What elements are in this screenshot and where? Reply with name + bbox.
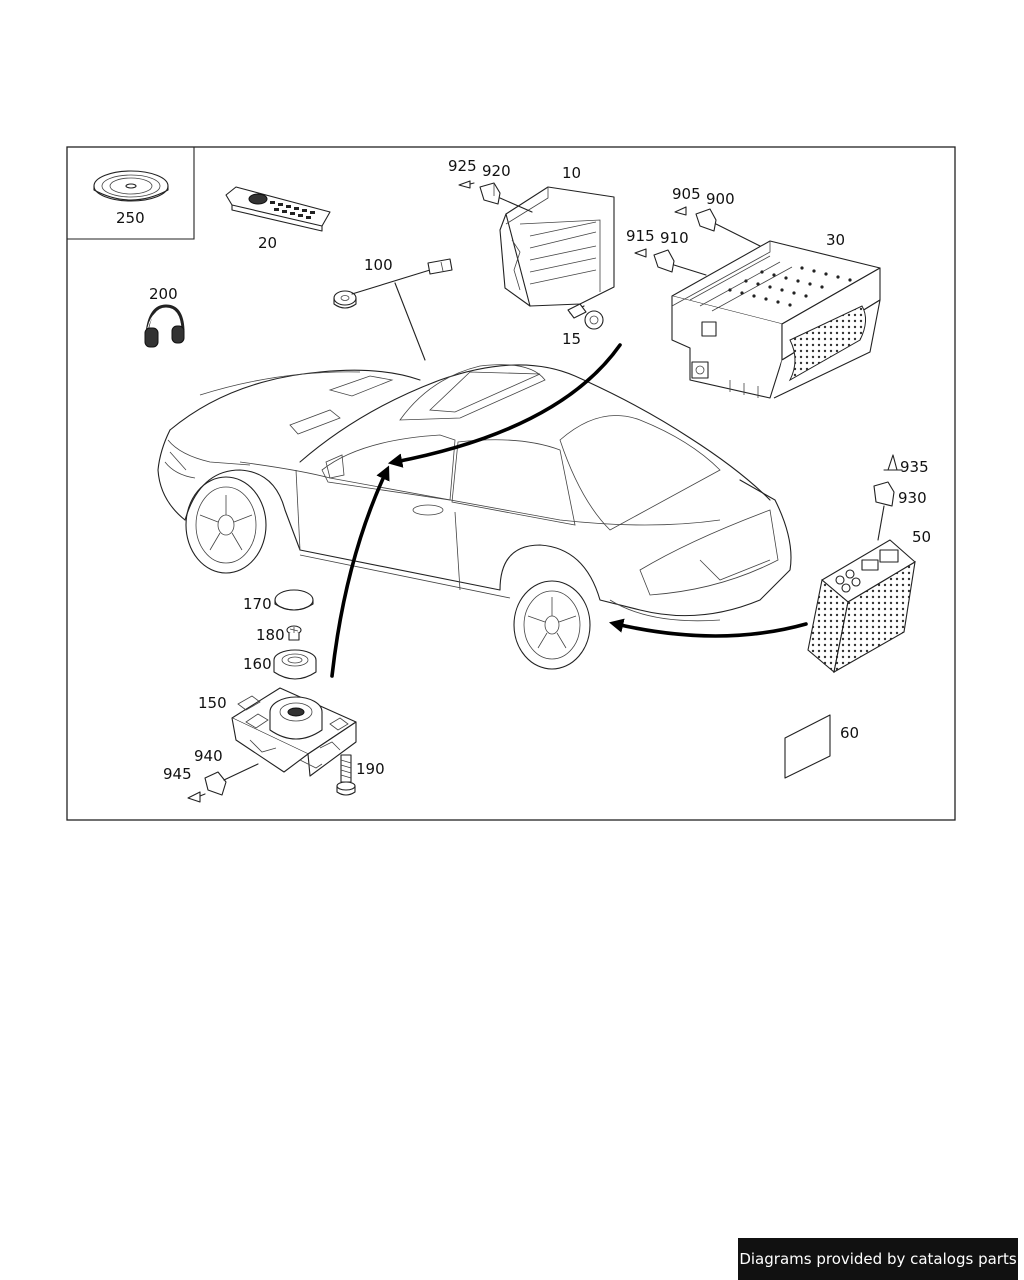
callout-915: 915 bbox=[626, 227, 655, 245]
callout-945: 945 bbox=[163, 765, 192, 783]
callout-250: 250 bbox=[116, 209, 145, 227]
head-unit-icon bbox=[671, 240, 881, 399]
callout-180: 180 bbox=[256, 626, 285, 644]
screw-925-icon bbox=[458, 180, 475, 189]
callout-190: 190 bbox=[356, 760, 385, 778]
label-card-icon bbox=[784, 714, 831, 779]
antenna-cable-icon bbox=[333, 258, 453, 361]
callout-925: 925 bbox=[448, 157, 477, 175]
controller-150-icon bbox=[231, 687, 357, 777]
headphones-icon bbox=[144, 304, 185, 348]
callout-910: 910 bbox=[660, 229, 689, 247]
screw-15-icon bbox=[567, 303, 604, 330]
callout-200: 200 bbox=[149, 285, 178, 303]
callout-170: 170 bbox=[243, 595, 272, 613]
callout-930: 930 bbox=[898, 489, 927, 507]
callout-160: 160 bbox=[243, 655, 272, 673]
callout-920: 920 bbox=[482, 162, 511, 180]
clip-900-icon bbox=[695, 208, 761, 247]
arrow-tuner-to-trunk bbox=[608, 618, 808, 638]
diagram-frame bbox=[66, 146, 956, 821]
bolt-190-icon bbox=[336, 754, 356, 796]
callout-940: 940 bbox=[194, 747, 223, 765]
tuner-module-icon bbox=[807, 539, 916, 674]
screw-945-icon bbox=[187, 791, 206, 803]
callout-60: 60 bbox=[840, 724, 859, 742]
display-unit-icon bbox=[499, 186, 615, 307]
callout-20: 20 bbox=[258, 234, 277, 252]
arrow-controller-to-console bbox=[330, 465, 390, 678]
callout-10: 10 bbox=[562, 164, 581, 182]
inset-box bbox=[67, 147, 195, 240]
callout-935: 935 bbox=[900, 458, 929, 476]
remote-control-icon bbox=[225, 186, 331, 232]
footer-credit: Diagrams provided by catalogs parts bbox=[738, 1238, 1018, 1280]
clip-940-icon bbox=[204, 763, 259, 796]
clip-920-icon bbox=[479, 182, 533, 213]
knob-160-icon bbox=[273, 649, 317, 680]
callout-905: 905 bbox=[672, 185, 701, 203]
callout-50: 50 bbox=[912, 528, 931, 546]
clip-910-icon bbox=[653, 249, 707, 276]
arrow-head-unit-to-dash bbox=[387, 343, 622, 468]
screw-180-icon bbox=[286, 625, 302, 641]
callout-900: 900 bbox=[706, 190, 735, 208]
car-body-outline bbox=[157, 364, 792, 670]
disc-icon bbox=[93, 170, 169, 202]
callout-30: 30 bbox=[826, 231, 845, 249]
screw-915-icon bbox=[634, 248, 647, 258]
screw-935-icon bbox=[883, 454, 903, 471]
clip-930-icon bbox=[873, 481, 895, 541]
callout-100: 100 bbox=[364, 256, 393, 274]
callout-15: 15 bbox=[562, 330, 581, 348]
screw-905-icon bbox=[674, 206, 687, 216]
callout-150: 150 bbox=[198, 694, 227, 712]
cover-170-icon bbox=[274, 589, 314, 611]
